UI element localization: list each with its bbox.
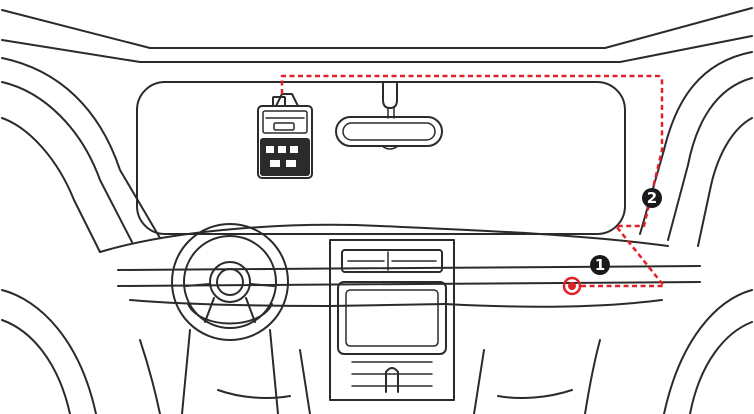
windshield <box>137 82 625 234</box>
step-1-marker: 1 <box>590 255 610 275</box>
rearview-mirror-icon <box>336 82 442 149</box>
center-console <box>330 240 454 400</box>
seats <box>2 290 752 414</box>
step-2-marker: 2 <box>642 188 662 208</box>
dashboard <box>100 225 700 307</box>
steering-wheel-icon <box>172 224 288 414</box>
svg-text:1: 1 <box>595 256 605 274</box>
roof-headliner <box>2 8 752 62</box>
svg-text:2: 2 <box>647 189 657 207</box>
cable-route <box>282 76 664 286</box>
dash-cam-icon <box>258 94 312 178</box>
power-outlet-icon <box>564 278 580 294</box>
right-a-pillar <box>640 52 752 246</box>
